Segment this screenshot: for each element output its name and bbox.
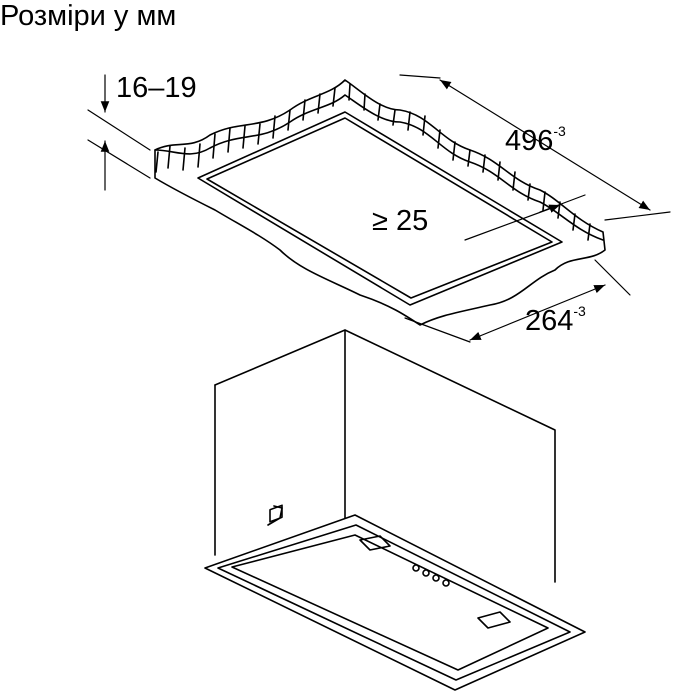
countertop-cutout (154, 79, 606, 326)
min-edge-label: ≥ 25 (372, 205, 429, 237)
depth-label: 264-3 (525, 303, 586, 338)
width-value: 496 (505, 125, 554, 157)
thickness-label: 16–19 (116, 72, 197, 104)
depth-value: 264 (525, 305, 574, 337)
depth-tolerance: -3 (573, 303, 586, 319)
width-label: 496-3 (505, 123, 566, 158)
dimension-lines (87, 74, 671, 343)
hood-box (204, 329, 586, 691)
page-title: Розміри у мм (0, 0, 177, 32)
width-tolerance: -3 (553, 123, 566, 139)
